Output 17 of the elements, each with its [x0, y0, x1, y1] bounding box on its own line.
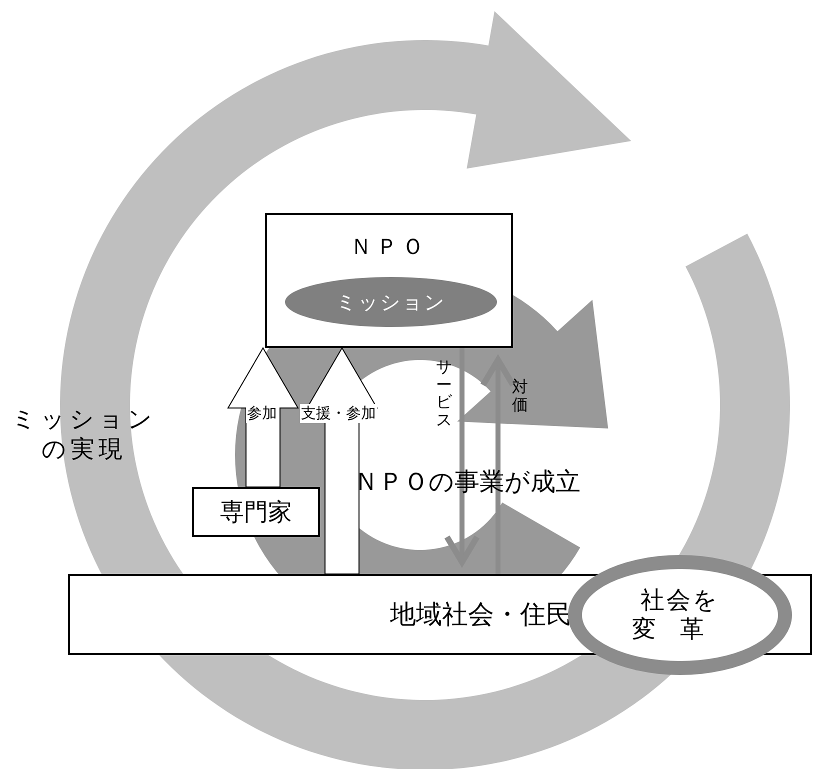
ellipse-label: 社会を	[640, 586, 720, 615]
box-label: 専門家	[220, 498, 292, 526]
box-label: 地域社会・住民	[390, 600, 572, 632]
edge-label: 参加	[246, 404, 278, 422]
caption-text: ＮＰＯの事業が成立	[352, 466, 582, 498]
ellipse-label: ミッション	[336, 290, 446, 314]
edge-label: 対価	[512, 378, 528, 414]
caption-text: ミッションの実現	[10, 404, 158, 464]
process-box	[192, 487, 320, 537]
ellipse-label: 変革	[632, 615, 728, 644]
arrow	[444, 348, 480, 565]
process-box	[265, 213, 513, 348]
arrow	[480, 357, 516, 574]
block-arrow	[306, 347, 378, 574]
edge-label: サービス	[436, 358, 452, 428]
edge-label: 支援・参加	[300, 404, 377, 422]
box-title: ＮＰＯ	[350, 235, 428, 262]
